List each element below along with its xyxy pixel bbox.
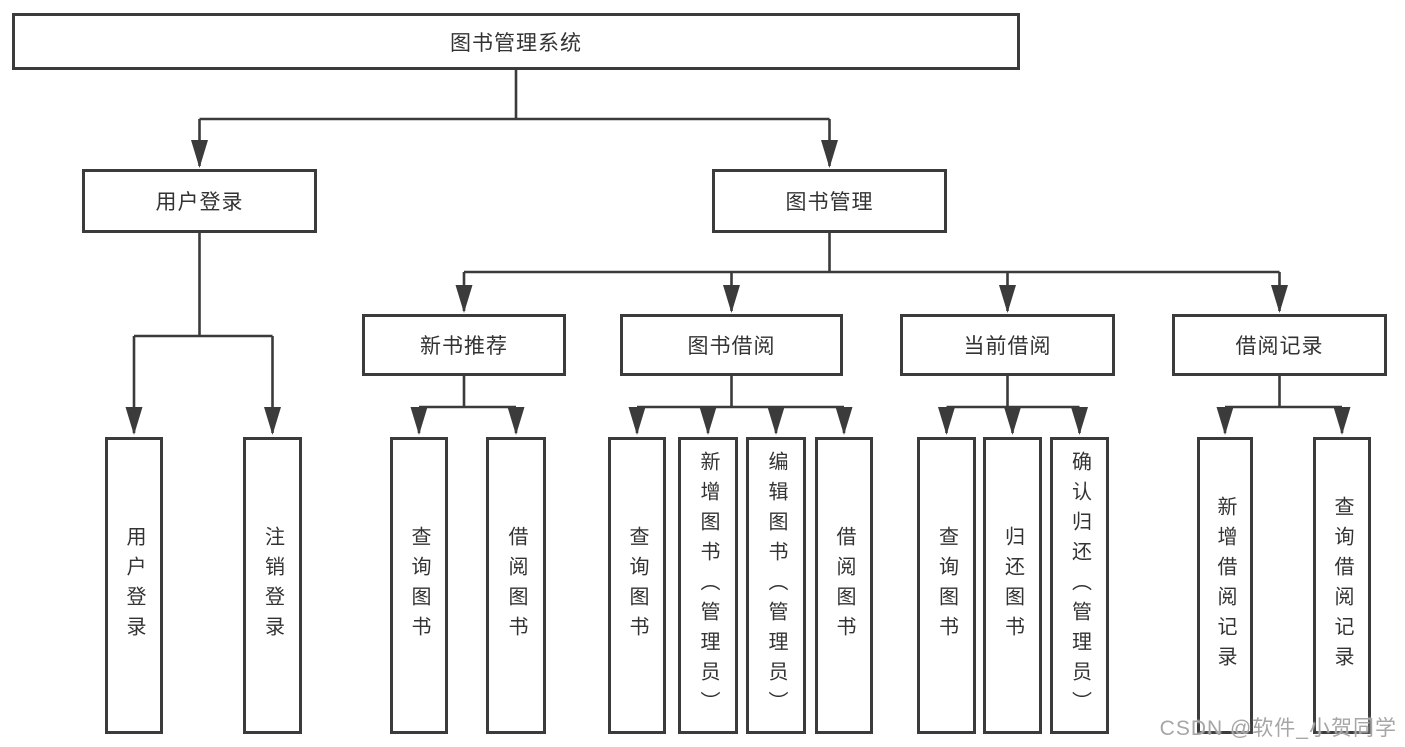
- connector-book-management-to-level3: [455, 233, 1288, 313]
- node-label: 注销登录: [261, 525, 284, 646]
- leaf-user-login: 用户登录: [105, 437, 163, 734]
- node-label: 查询图书: [935, 525, 958, 646]
- node-label: 查询图书: [626, 525, 648, 646]
- node-book-borrow: 图书借阅: [620, 314, 843, 376]
- node-current-borrow: 当前借阅: [900, 314, 1115, 376]
- node-label: 用户登录: [155, 191, 244, 214]
- node-label: 用户登录: [123, 525, 145, 646]
- csdn-watermark: CSDN @软件_小贺同学: [1159, 717, 1397, 740]
- connector-user-login-to-leaves: [125, 233, 281, 435]
- leaf-records-query-record: 查询借阅记录: [1313, 437, 1371, 734]
- leaf-borrow-query-books: 查询图书: [608, 437, 666, 734]
- node-label: 新增借阅记录: [1214, 495, 1236, 676]
- leaf-current-return-books: 归还图书: [983, 437, 1042, 734]
- node-label: 归还图书: [1001, 525, 1024, 646]
- node-label: 新增图书（管理员）: [697, 450, 719, 721]
- node-user-login: 用户登录: [82, 169, 317, 233]
- node-label: 编辑图书（管理员）: [765, 450, 787, 721]
- leaf-borrow-add-books-admin: 新增图书（管理员）: [678, 437, 738, 734]
- node-label: 图书管理: [785, 191, 874, 214]
- node-label: 图书借阅: [687, 335, 776, 358]
- node-library-system: 图书管理系统: [12, 13, 1020, 70]
- node-label: 借阅图书: [833, 525, 855, 646]
- node-new-book-recommend: 新书推荐: [362, 314, 566, 376]
- leaf-logout: 注销登录: [243, 437, 302, 734]
- leaf-current-confirm-return-admin: 确认归还（管理员）: [1050, 437, 1109, 734]
- connector-current-borrow-to-leaves: [938, 376, 1088, 435]
- connector-root-to-level2: [191, 69, 838, 168]
- node-borrow-records: 借阅记录: [1172, 314, 1387, 376]
- node-label: 借阅图书: [505, 525, 527, 646]
- connector-new-book-to-leaves: [410, 376, 525, 435]
- connector-book-borrow-to-leaves: [628, 376, 853, 435]
- leaf-newbook-borrow-books: 借阅图书: [486, 437, 546, 734]
- leaf-borrow-edit-books-admin: 编辑图书（管理员）: [746, 437, 806, 734]
- node-label: 确认归还（管理员）: [1068, 450, 1091, 721]
- leaf-records-add-record: 新增借阅记录: [1197, 437, 1253, 734]
- node-label: 借阅记录: [1235, 335, 1324, 358]
- node-label: 新书推荐: [420, 335, 508, 358]
- node-label: 查询借阅记录: [1331, 495, 1353, 676]
- node-label: 当前借阅: [963, 335, 1052, 358]
- node-label: 图书管理系统: [450, 31, 582, 55]
- node-label: 查询图书: [408, 525, 430, 646]
- connector-borrow-records-to-leaves: [1216, 376, 1351, 435]
- leaf-current-query-books: 查询图书: [917, 437, 976, 734]
- leaf-borrow-borrow-books: 借阅图书: [815, 437, 873, 734]
- leaf-newbook-query-books: 查询图书: [390, 437, 448, 734]
- node-book-management: 图书管理: [712, 169, 947, 233]
